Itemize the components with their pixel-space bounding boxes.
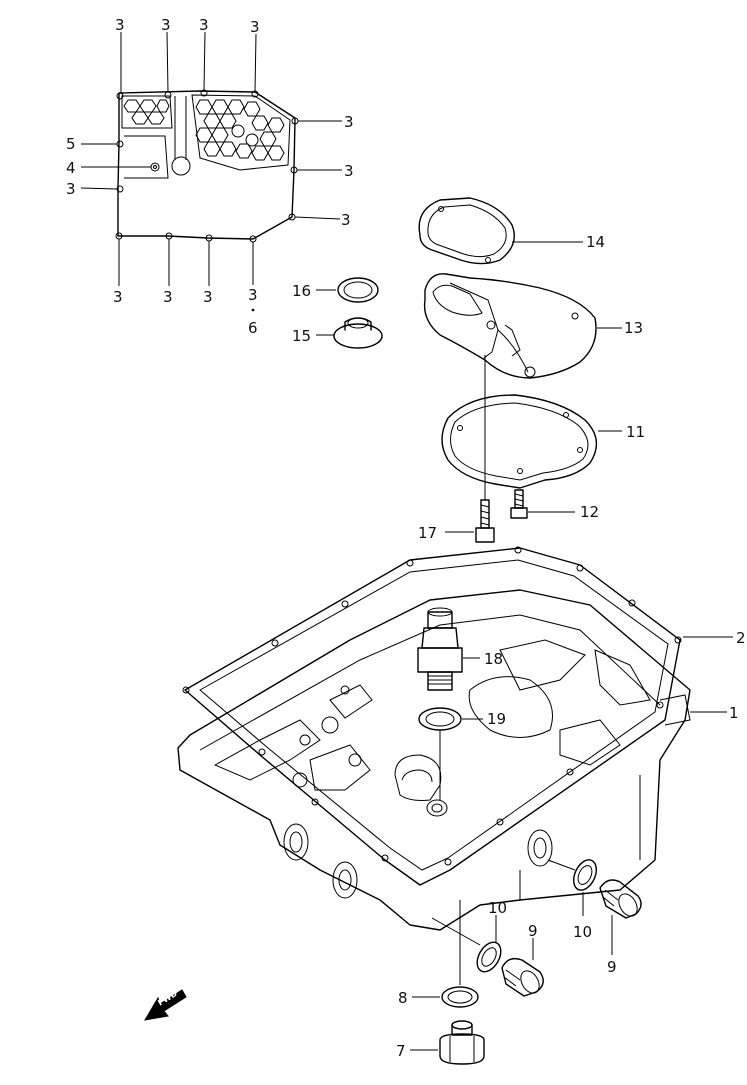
- part-10-washer-center: [431, 915, 502, 973]
- part-7-drain-plug: [410, 1020, 485, 1065]
- callout-3: 3: [161, 16, 171, 34]
- callout-10: 10: [573, 923, 592, 941]
- callout-6: 6: [248, 319, 258, 337]
- part-11-gasket: [441, 394, 622, 489]
- callout-14: 14: [586, 233, 605, 251]
- part-12-bolt: [510, 489, 575, 519]
- part-1-oil-pan: [177, 589, 727, 931]
- part-14-gasket: [418, 197, 583, 265]
- part-17-bolt: [445, 355, 495, 543]
- callout-3: 3: [115, 16, 125, 34]
- callout-7: 7: [396, 1042, 406, 1060]
- callout-16: 16: [292, 282, 311, 300]
- callout-separator-dot: [251, 308, 255, 312]
- part-9-plug-center: [501, 938, 544, 997]
- callout-3: 3: [341, 211, 351, 229]
- part-8-washer: [412, 900, 479, 1008]
- callout-3: 3: [199, 16, 209, 34]
- part-19-washer: [418, 707, 483, 800]
- callout-3: 3: [163, 288, 173, 306]
- callout-3: 3: [113, 288, 123, 306]
- part-18-pressure-switch: [417, 607, 480, 691]
- callout-13: 13: [624, 319, 643, 337]
- callout-17: 17: [418, 524, 437, 542]
- part-15-cap: [316, 317, 383, 349]
- callout-9: 9: [528, 922, 538, 940]
- callout-3: 3: [344, 162, 354, 180]
- part-2-oil-pan-gasket: [182, 546, 733, 886]
- callout-5: 5: [66, 135, 76, 153]
- inset-leader-lines: [80, 31, 342, 286]
- forward-arrow-icon: FWD: [144, 989, 187, 1021]
- callout-12: 12: [580, 503, 599, 521]
- callout-3: 3: [248, 286, 258, 304]
- part-10-washer-right: [547, 859, 598, 916]
- callout-18: 18: [484, 650, 503, 668]
- part-9-plug-right: [599, 879, 642, 955]
- callout-10: 10: [488, 899, 507, 917]
- part-16-o-ring: [316, 277, 379, 303]
- callout-3: 3: [250, 18, 260, 36]
- part-13-oil-strainer: [423, 273, 622, 379]
- callout-1: 1: [729, 704, 739, 722]
- callout-4: 4: [66, 159, 76, 177]
- callout-2: 2: [736, 629, 746, 647]
- callout-19: 19: [487, 710, 506, 728]
- callout-labels: 3 3 3 3 3 3 3 5 4 3 3 3 3 3 6 14 16 13 1…: [66, 16, 746, 1060]
- callout-9: 9: [607, 958, 617, 976]
- callout-11: 11: [626, 423, 645, 441]
- callout-8: 8: [398, 989, 408, 1007]
- callout-3: 3: [203, 288, 213, 306]
- callout-15: 15: [292, 327, 311, 345]
- callout-3: 3: [344, 113, 354, 131]
- callout-3: 3: [66, 180, 76, 198]
- baffle-plate-inset: [115, 89, 299, 243]
